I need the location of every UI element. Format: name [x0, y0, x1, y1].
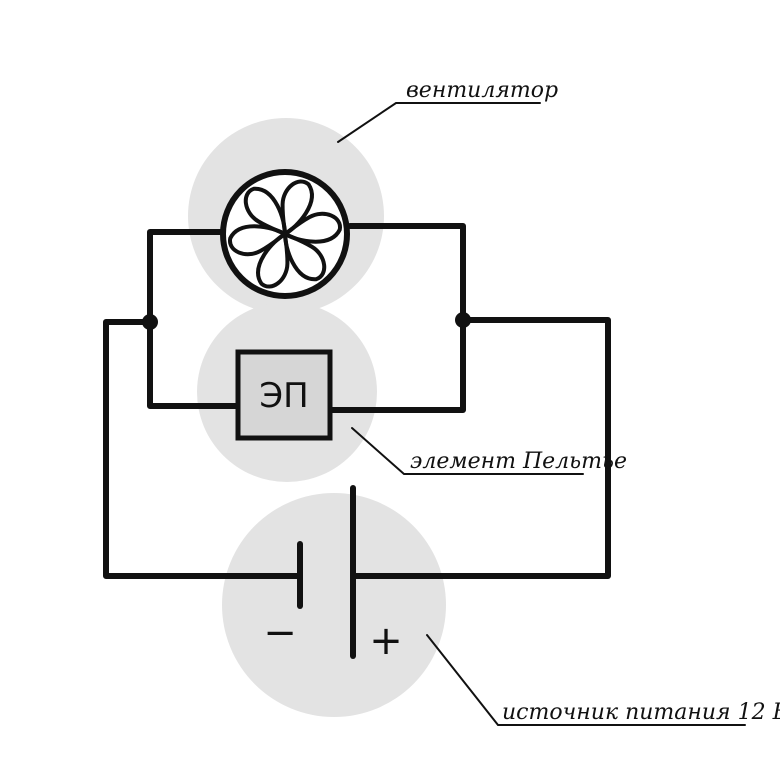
battery-symbol: − +: [263, 485, 403, 664]
peltier-label: элемент Пельтье: [410, 449, 627, 474]
power-callout: источник питания 12 В: [426, 634, 780, 726]
fan-blade: [283, 232, 327, 282]
peltier-symbol: ЭП: [259, 376, 308, 416]
peltier-callout: элемент Пельтье: [351, 427, 627, 475]
right-junction-node: [455, 312, 471, 328]
power-highlight: [222, 493, 446, 717]
left-supply-wire: [103, 319, 301, 579]
right-supply-wire: [352, 317, 611, 579]
battery-plus-sign: +: [369, 618, 403, 664]
fan-label: вентилятор: [406, 78, 558, 103]
fan-icon: [220, 169, 350, 299]
power-label: источник питания 12 В: [502, 700, 780, 725]
fan-callout: вентилятор: [337, 78, 558, 143]
fan-blade: [243, 186, 287, 236]
fan-blade: [256, 232, 290, 289]
fan-blade: [283, 211, 342, 244]
battery-minus-sign: −: [263, 610, 297, 656]
fan-blade: [228, 224, 287, 257]
peltier-element: ЭП: [235, 349, 333, 441]
left-junction-node: [142, 314, 158, 330]
